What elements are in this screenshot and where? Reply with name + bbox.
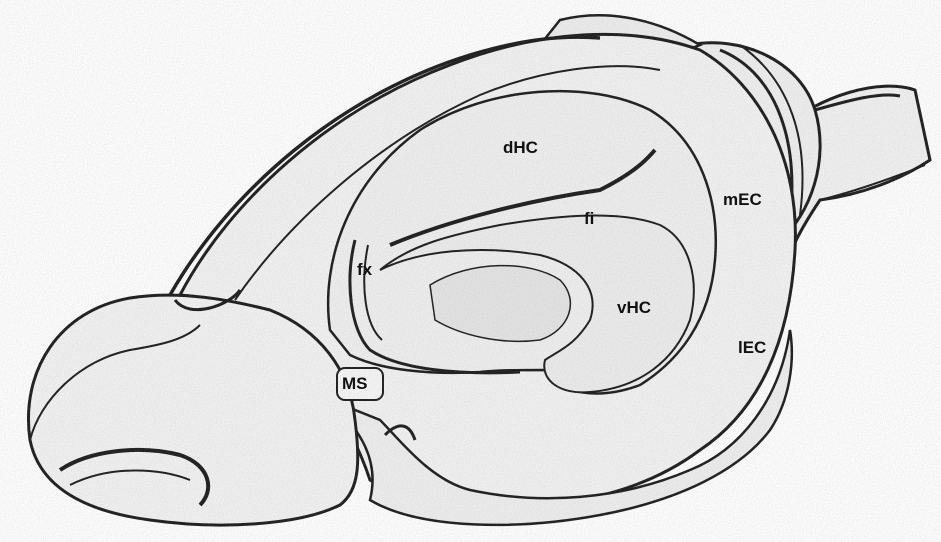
label-ventral-hippocampus: vHC [617, 299, 651, 316]
label-lateral-entorhinal-cortex: lEC [738, 339, 766, 356]
label-medial-septum: MS [342, 375, 368, 392]
label-medial-entorhinal-cortex: mEC [723, 191, 762, 208]
label-fornix: fx [357, 261, 372, 278]
label-fimbria: fi [584, 210, 594, 227]
label-dorsal-hippocampus: dHC [503, 139, 538, 156]
